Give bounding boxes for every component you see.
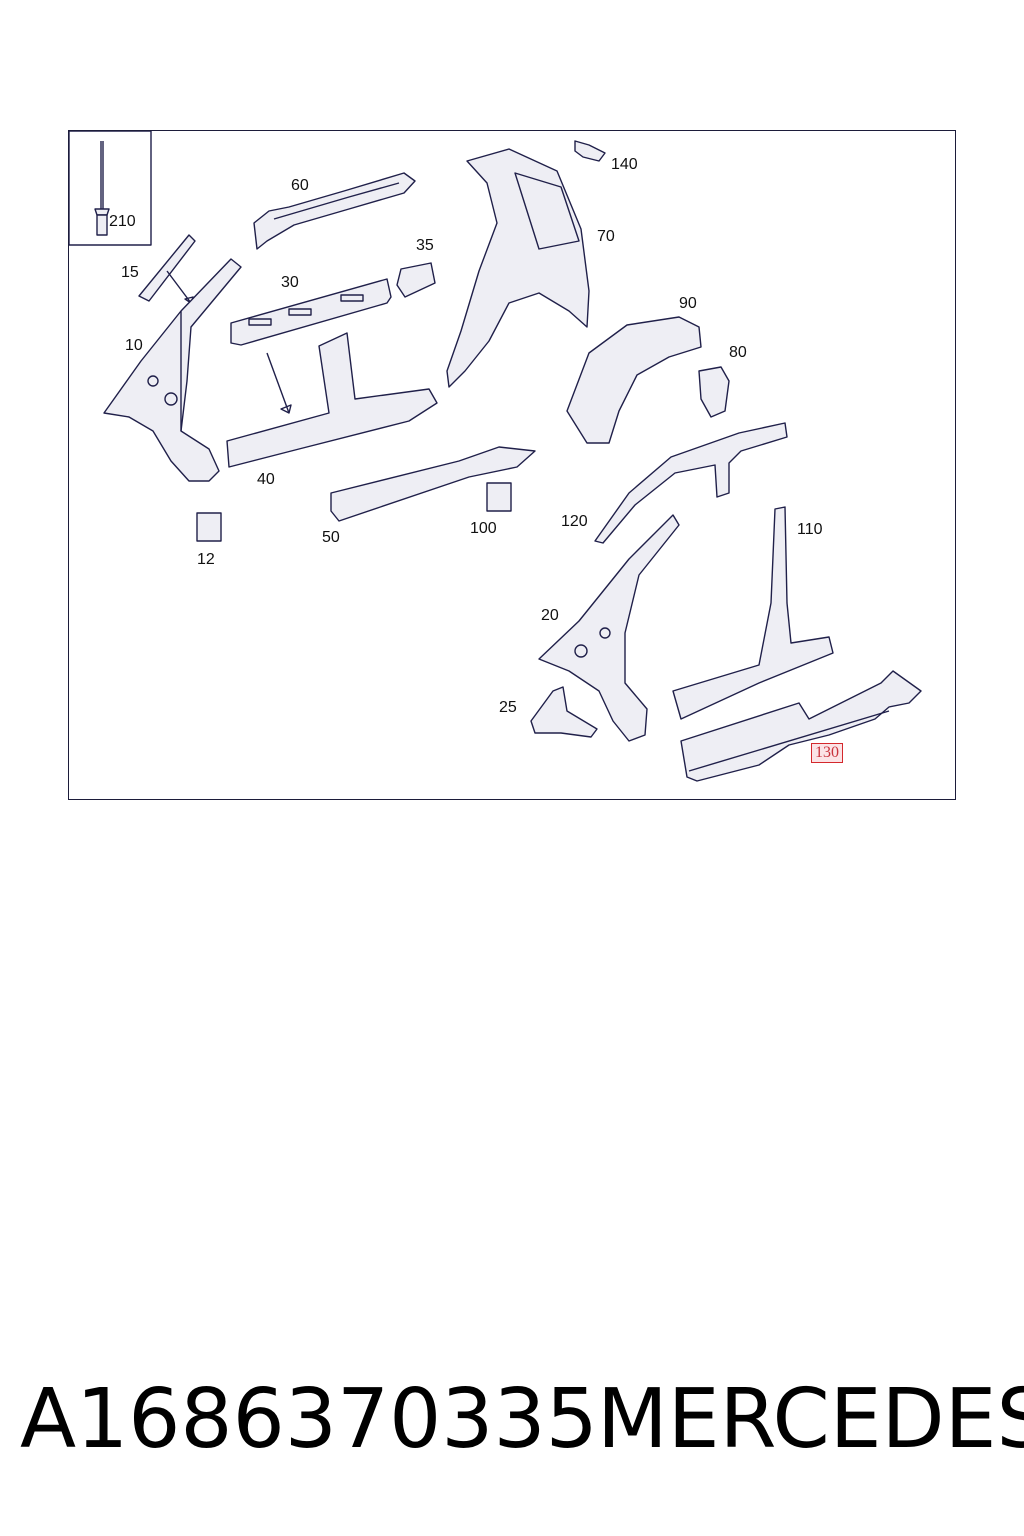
part-30 bbox=[230, 278, 392, 346]
callout-20[interactable]: 20 bbox=[541, 607, 559, 624]
callout-50[interactable]: 50 bbox=[322, 529, 340, 546]
callout-90[interactable]: 90 bbox=[679, 295, 697, 312]
inset-box-210 bbox=[69, 131, 152, 246]
part-12 bbox=[196, 512, 222, 542]
part-25 bbox=[530, 686, 598, 738]
part-90 bbox=[566, 316, 702, 444]
part-60 bbox=[253, 172, 416, 250]
callout-120[interactable]: 120 bbox=[561, 513, 588, 530]
brand-text: MERCEDES bbox=[597, 1372, 1024, 1467]
callout-210[interactable]: 210 bbox=[109, 213, 136, 230]
callout-25[interactable]: 25 bbox=[499, 699, 517, 716]
part-50 bbox=[330, 446, 536, 522]
callout-110[interactable]: 110 bbox=[797, 521, 823, 538]
callout-15[interactable]: 15 bbox=[121, 264, 139, 281]
part-number-text: A1686370335 bbox=[20, 1372, 598, 1467]
parts-diagram-drawing bbox=[69, 131, 922, 782]
part-70 bbox=[446, 148, 590, 388]
part-35 bbox=[396, 262, 436, 298]
callout-100[interactable]: 100 bbox=[470, 520, 497, 537]
callout-12[interactable]: 12 bbox=[197, 551, 215, 568]
parts-diagram-frame: 210 60 35 140 70 15 30 10 90 80 40 50 10… bbox=[68, 130, 956, 800]
callout-130-highlighted[interactable]: 130 bbox=[811, 743, 843, 763]
part-110 bbox=[672, 506, 834, 720]
part-140 bbox=[574, 140, 606, 162]
callout-30[interactable]: 30 bbox=[281, 274, 299, 291]
part-10 bbox=[103, 258, 242, 482]
callout-80[interactable]: 80 bbox=[729, 344, 747, 361]
part-40 bbox=[226, 332, 438, 468]
callout-35[interactable]: 35 bbox=[416, 237, 434, 254]
part-100 bbox=[486, 482, 512, 512]
callout-70[interactable]: 70 bbox=[597, 228, 615, 245]
part-130 bbox=[680, 670, 922, 782]
part-120 bbox=[594, 422, 788, 544]
callout-140[interactable]: 140 bbox=[611, 156, 638, 173]
part-210-rivet bbox=[94, 141, 110, 236]
part-80 bbox=[698, 366, 730, 418]
part-20 bbox=[538, 514, 680, 742]
callout-60[interactable]: 60 bbox=[291, 177, 309, 194]
callout-40[interactable]: 40 bbox=[257, 471, 275, 488]
callout-10[interactable]: 10 bbox=[125, 337, 143, 354]
